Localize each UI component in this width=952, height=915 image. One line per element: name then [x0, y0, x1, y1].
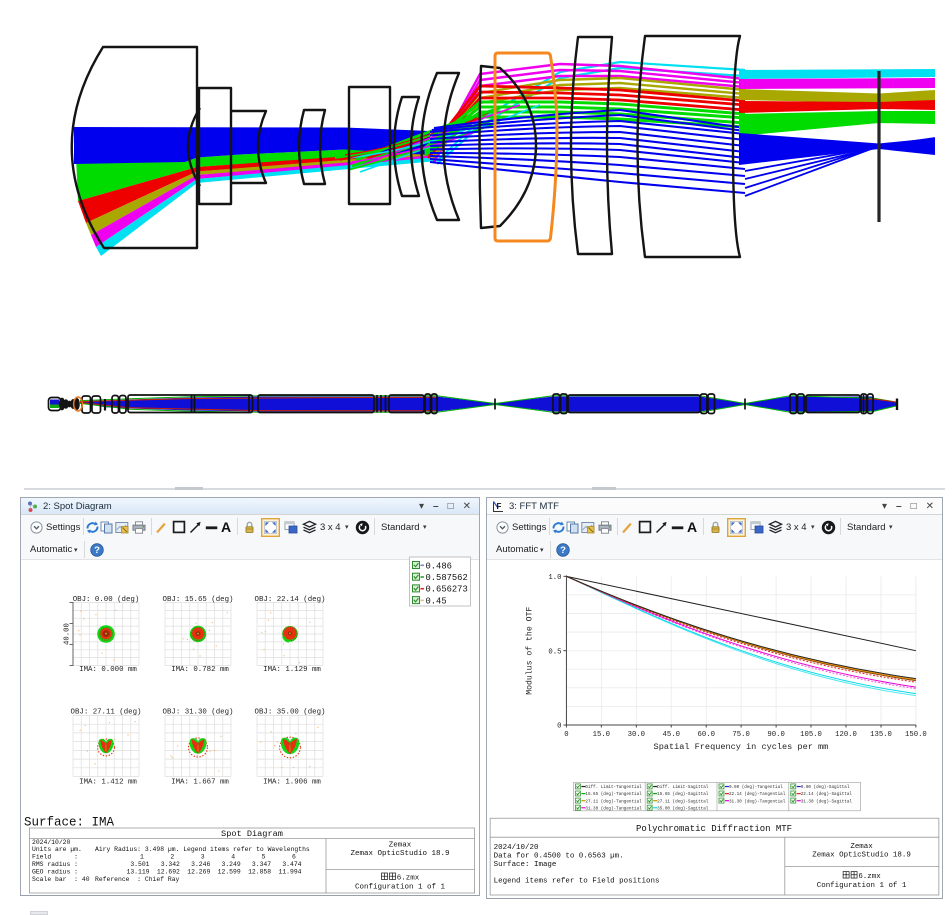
svg-text:12.269: 12.269 [187, 868, 210, 875]
svg-text:Surface: IMA: Surface: IMA [24, 816, 115, 830]
svg-text:Scale bar : 40: Scale bar : 40 [32, 876, 90, 883]
svg-text:0.486: 0.486 [426, 561, 452, 571]
svg-text:Legend items refer to Field po: Legend items refer to Field positions [494, 878, 660, 886]
svg-text:22.14 (deg)-Tangential: 22.14 (deg)-Tangential [729, 792, 786, 797]
svg-text:45.0: 45.0 [663, 731, 680, 739]
svg-text:1.0: 1.0 [548, 574, 561, 582]
svg-text:?: ? [94, 545, 100, 556]
svg-text:Zemax: Zemax [389, 842, 412, 850]
svg-text:0.00 (deg)-Tangential: 0.00 (deg)-Tangential [729, 785, 783, 790]
svg-text:135.0: 135.0 [870, 731, 892, 739]
svg-text:Zemax OpticStudio 18.9: Zemax OpticStudio 18.9 [350, 850, 449, 858]
svg-text:Airy Radius: 3.498 µm. Legend: Airy Radius: 3.498 µm. Legend items refe… [95, 846, 310, 853]
svg-text:12.692: 12.692 [157, 868, 180, 875]
svg-text:27.11 (deg)-Tangential: 27.11 (deg)-Tangential [585, 799, 642, 804]
svg-text:IMA: 1.906 mm: IMA: 1.906 mm [263, 779, 321, 787]
svg-text:?: ? [560, 545, 566, 556]
svg-text:Zemax OpticStudio 18.9: Zemax OpticStudio 18.9 [812, 852, 911, 860]
svg-text:6: 6 [292, 854, 296, 861]
svg-text:0.656273: 0.656273 [426, 585, 468, 595]
svg-text:35.00 (deg)-Sagittal: 35.00 (deg)-Sagittal [657, 806, 709, 811]
svg-text:OBJ: 22.14 (deg): OBJ: 22.14 (deg) [255, 596, 326, 604]
svg-text:OBJ: 0.00 (deg): OBJ: 0.00 (deg) [73, 596, 140, 604]
svg-text:30.0: 30.0 [628, 731, 645, 739]
svg-text:3.342: 3.342 [161, 861, 180, 868]
svg-text:13.119: 13.119 [126, 868, 149, 875]
svg-text:150.0: 150.0 [905, 731, 927, 739]
svg-text:75.0: 75.0 [732, 731, 749, 739]
svg-text:Diff. Limit-Tangential: Diff. Limit-Tangential [585, 785, 642, 790]
svg-text:Reference : Chief Ray: Reference : Chief Ray [95, 876, 180, 883]
svg-text:2024/10/20: 2024/10/20 [494, 844, 539, 852]
svg-text:Data for 0.4500 to 0.6563 µm.: Data for 0.4500 to 0.6563 µm. [494, 853, 624, 861]
svg-text:GEO radius :: GEO radius : [32, 868, 78, 875]
svg-text:15.65 (deg)-Sagittal: 15.65 (deg)-Sagittal [657, 792, 709, 797]
svg-text:IMA: 1.412 mm: IMA: 1.412 mm [79, 779, 137, 787]
svg-text:Polychromatic Diffraction MTF: Polychromatic Diffraction MTF [636, 824, 792, 834]
svg-text:12.599: 12.599 [218, 868, 241, 875]
svg-text:60.0: 60.0 [697, 731, 714, 739]
svg-text:90.0: 90.0 [767, 731, 784, 739]
svg-text:3.347: 3.347 [252, 861, 271, 868]
svg-text:27.11 (deg)-Sagittal: 27.11 (deg)-Sagittal [657, 799, 709, 804]
svg-text:Field :: Field : [32, 854, 78, 861]
svg-text:2024/10/20: 2024/10/20 [32, 839, 71, 846]
svg-text:OBJ: 35.00 (deg): OBJ: 35.00 (deg) [255, 709, 326, 717]
svg-text:OBJ: 27.11 (deg): OBJ: 27.11 (deg) [71, 709, 142, 717]
svg-text:0.5: 0.5 [548, 648, 561, 656]
svg-text:OBJ: 31.30 (deg): OBJ: 31.30 (deg) [163, 709, 234, 717]
svg-text:IMA: 1.667 mm: IMA: 1.667 mm [171, 779, 229, 787]
svg-text:0: 0 [557, 723, 561, 731]
svg-text:3: 3 [201, 854, 205, 861]
svg-text:F: F [497, 502, 502, 511]
svg-text:Surface: Image: Surface: Image [494, 861, 557, 869]
svg-text:15.0: 15.0 [593, 731, 610, 739]
svg-text:1: 1 [140, 854, 144, 861]
svg-text:0.00 (deg)-Sagittal: 0.00 (deg)-Sagittal [801, 785, 850, 790]
svg-text:31.30 (deg)-Sagittal: 31.30 (deg)-Sagittal [801, 799, 853, 804]
svg-text:6.zmx: 6.zmx [397, 875, 420, 883]
svg-text:OBJ: 15.65 (deg): OBJ: 15.65 (deg) [163, 596, 234, 604]
svg-text:IMA: 1.129 mm: IMA: 1.129 mm [263, 666, 321, 674]
svg-text:Spatial Frequency in cycles pe: Spatial Frequency in cycles per mm [654, 742, 829, 752]
svg-text:12.858: 12.858 [248, 868, 271, 875]
svg-text:2: 2 [170, 854, 174, 861]
svg-text:3.501: 3.501 [130, 861, 149, 868]
svg-text:3.246: 3.246 [191, 861, 210, 868]
svg-text:5: 5 [262, 854, 266, 861]
svg-text:0: 0 [564, 731, 568, 739]
svg-text:4: 4 [231, 854, 235, 861]
svg-text:RMS radius :: RMS radius : [32, 861, 78, 868]
svg-text:Spot Diagram: Spot Diagram [221, 829, 283, 839]
svg-text:6.zmx: 6.zmx [858, 873, 881, 881]
svg-text:Modulus of the OTF: Modulus of the OTF [525, 607, 535, 695]
svg-text:105.0: 105.0 [800, 731, 822, 739]
svg-text:11.994: 11.994 [278, 868, 301, 875]
svg-text:120.0: 120.0 [835, 731, 857, 739]
svg-text:IMA: 0.000 mm: IMA: 0.000 mm [79, 666, 137, 674]
svg-text:0.45: 0.45 [426, 596, 447, 606]
svg-text:IMA: 0.782 mm: IMA: 0.782 mm [171, 666, 229, 674]
svg-text:40.00: 40.00 [64, 623, 72, 645]
svg-text:Units are µm.: Units are µm. [32, 846, 82, 853]
svg-text:31.30 (deg)-Tangential: 31.30 (deg)-Tangential [585, 806, 642, 811]
svg-text:Diff. Limit-Sagittal: Diff. Limit-Sagittal [657, 785, 709, 790]
svg-text:3.474: 3.474 [282, 861, 301, 868]
svg-text:0.587562: 0.587562 [426, 573, 468, 583]
svg-text:Configuration 1 of 1: Configuration 1 of 1 [817, 882, 907, 890]
svg-text:31.30 (deg)-Tangential: 31.30 (deg)-Tangential [729, 799, 786, 804]
svg-text:15.65 (deg)-Tangential: 15.65 (deg)-Tangential [585, 792, 642, 797]
svg-text:3.249: 3.249 [222, 861, 241, 868]
svg-text:Zemax: Zemax [850, 843, 873, 851]
svg-text:Configuration 1 of 1: Configuration 1 of 1 [355, 884, 446, 892]
svg-text:22.14 (deg)-Sagittal: 22.14 (deg)-Sagittal [801, 792, 853, 797]
